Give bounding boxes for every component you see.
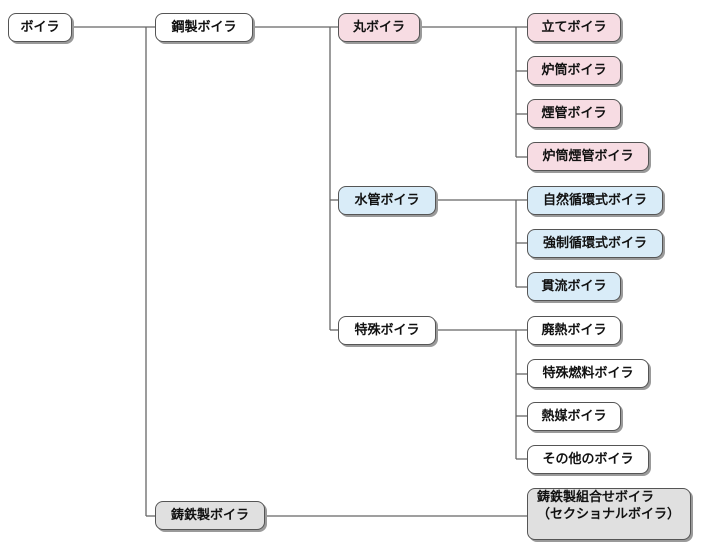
node-round-boiler: 丸ボイラ [338,13,420,42]
node-heat-medium-boiler: 熱媒ボイラ [527,402,621,431]
node-vertical-boiler: 立てボイラ [527,13,621,42]
node-boiler: ボイラ [8,13,72,42]
node-flue-boiler: 炉筒ボイラ [527,56,621,85]
node-smoke-tube-boiler: 煙管ボイラ [527,99,621,128]
node-sectional-boiler: 鋳鉄製組合せボイラ （セクショナルボイラ） [527,488,691,540]
node-cast-iron-boiler: 鋳鉄製ボイラ [155,501,265,530]
node-other-boiler: その他のボイラ [527,445,649,474]
node-water-tube-boiler: 水管ボイラ [338,186,436,215]
node-forced-circulation-boiler: 強制循環式ボイラ [527,229,663,258]
sectional-boiler-line1: 鋳鉄製組合せボイラ [537,490,655,505]
node-once-through-boiler: 貫流ボイラ [527,272,621,301]
node-special-boiler: 特殊ボイラ [338,316,436,345]
node-steel-boiler: 鋼製ボイラ [155,13,253,42]
sectional-boiler-line2: （セクショナルボイラ） [537,507,681,522]
node-flue-smoke-tube-boiler: 炉筒煙管ボイラ [527,142,649,171]
node-waste-heat-boiler: 廃熱ボイラ [527,316,621,345]
node-natural-circulation-boiler: 自然循環式ボイラ [527,186,663,215]
node-special-fuel-boiler: 特殊燃料ボイラ [527,359,649,388]
